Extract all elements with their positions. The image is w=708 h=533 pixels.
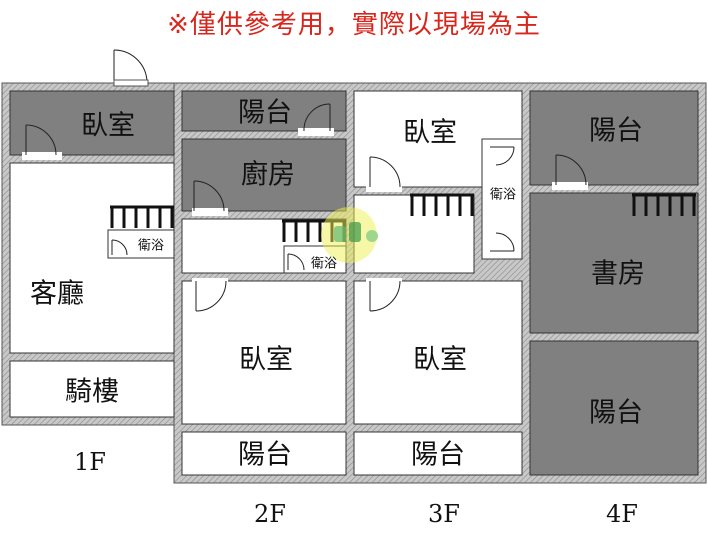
room-4f-balcony-top bbox=[529, 90, 699, 186]
room-label-1f-arcade: 騎樓 bbox=[65, 376, 119, 408]
room-3f-balcony bbox=[353, 431, 523, 476]
room-2f-balcony-top bbox=[181, 90, 347, 132]
floor-4f bbox=[529, 90, 699, 476]
room-label-4f-study: 書房 bbox=[591, 258, 645, 290]
room-label-2f-balcony-top: 陽台 bbox=[238, 97, 292, 129]
room-label-1f-bath: 衛浴 bbox=[137, 238, 165, 254]
door-3f-bedroom-top bbox=[366, 156, 402, 192]
room-label-2f-bedroom: 臥室 bbox=[239, 344, 293, 376]
room-label-4f-balcony-top: 陽台 bbox=[589, 115, 643, 147]
door-2f-bath bbox=[287, 253, 305, 271]
door-swing-icon bbox=[22, 49, 588, 312]
disclaimer-text: ※僅供參考用，實際以現場為主 bbox=[167, 10, 541, 40]
floor-2f bbox=[181, 90, 347, 476]
room-3f-bedroom-bottom bbox=[353, 280, 523, 425]
stairs-4f bbox=[632, 193, 696, 216]
room-4f-balcony-bottom bbox=[529, 340, 699, 476]
room-label-3f-bedroom-top: 臥室 bbox=[403, 117, 457, 149]
door-3f-bath bbox=[490, 146, 515, 252]
room-label-1f-living: 客廳 bbox=[30, 278, 84, 310]
floor-1f bbox=[9, 90, 175, 418]
room-label-3f-bath: 衛浴 bbox=[489, 187, 517, 203]
room-1f-arcade bbox=[9, 360, 175, 418]
room-label-3f-bedroom-bottom: 臥室 bbox=[413, 344, 467, 376]
room-label-3f-balcony: 陽台 bbox=[411, 439, 465, 471]
room-label-1f-bedroom: 臥室 bbox=[81, 110, 135, 142]
stairs-3f bbox=[410, 193, 474, 216]
floor-label-1f: 1F bbox=[74, 448, 106, 476]
room-2f-kitchen bbox=[181, 138, 347, 212]
door-entrance bbox=[113, 49, 149, 87]
room-1f-bath bbox=[107, 229, 175, 259]
room-2f-balcony-bottom bbox=[181, 431, 347, 476]
door-2f-bedroom bbox=[192, 278, 228, 312]
floor-label-4f: 4F bbox=[606, 500, 638, 528]
room-1f-bedroom bbox=[9, 90, 175, 156]
door-1f-bath bbox=[111, 239, 128, 256]
door-1f-bedroom bbox=[22, 124, 62, 160]
door-3f-bedroom-bottom bbox=[366, 278, 402, 312]
door-2f-kitchen bbox=[192, 180, 228, 216]
door-2f-balcony bbox=[298, 103, 334, 136]
room-4f-study bbox=[529, 192, 699, 334]
room-label-2f-bath: 衛浴 bbox=[310, 256, 338, 272]
room-3f-bath bbox=[481, 138, 523, 260]
floor-label-3f: 3F bbox=[428, 500, 460, 528]
floor-3f bbox=[353, 90, 523, 476]
room-label-4f-balcony-bottom: 陽台 bbox=[589, 397, 643, 429]
room-label-2f-balcony-bottom: 陽台 bbox=[238, 439, 292, 471]
room-label-2f-kitchen: 廚房 bbox=[241, 159, 295, 191]
stairs-1f bbox=[110, 205, 174, 228]
floor-label-2f: 2F bbox=[254, 500, 286, 528]
watermark-logo-icon bbox=[321, 207, 378, 263]
room-2f-bedroom bbox=[181, 280, 347, 425]
door-4f-balcony bbox=[552, 154, 588, 190]
